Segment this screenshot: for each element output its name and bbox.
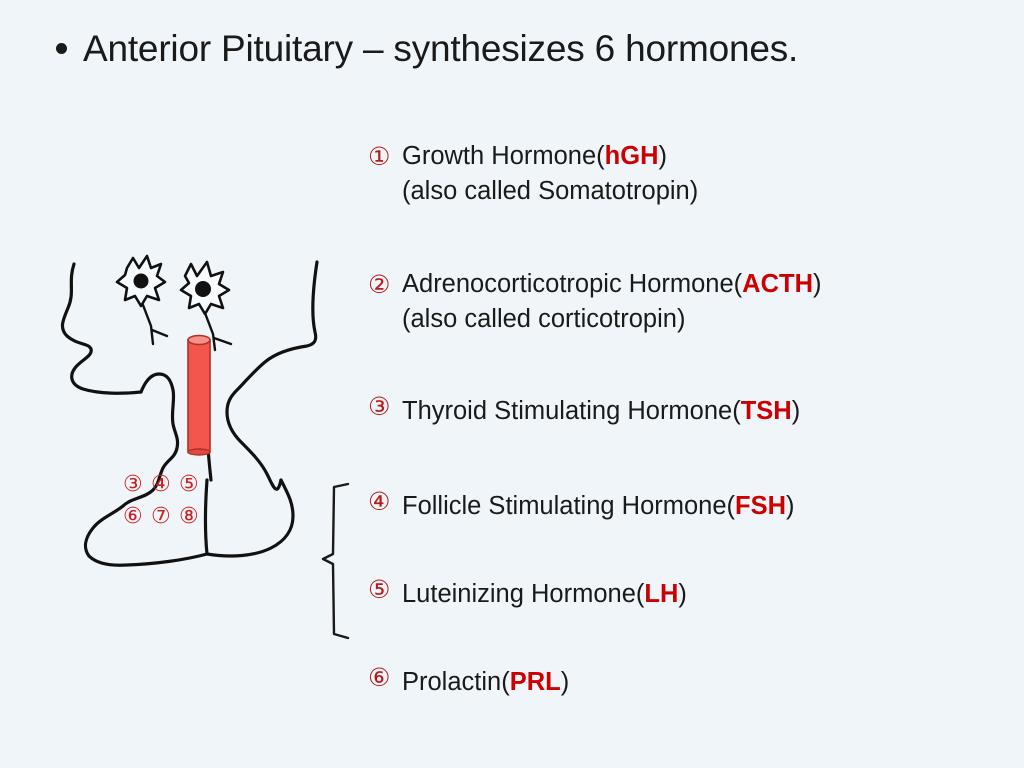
hormone-name-5: Luteinizing Hormone <box>402 580 636 608</box>
bullet-icon <box>56 43 67 54</box>
axon-right <box>203 311 233 352</box>
midline-septum-lower-path <box>203 478 209 556</box>
hormone-text-2: Adrenocorticotropic Hormone(ACTH) (also … <box>402 267 821 337</box>
gland-marker-7: ⑦ <box>151 504 171 529</box>
gland-left-base-path <box>83 504 209 567</box>
hormone-name-4: Follicle Stimulating Hormone <box>402 492 727 520</box>
hormone-name-6: Prolactin <box>402 668 502 696</box>
hormone-abbr-1: hGH <box>604 142 659 170</box>
hormone-abbr-2: ACTH <box>742 270 813 298</box>
hormone-text-3: Thyroid Stimulating Hormone(TSH) <box>402 394 800 429</box>
posterior-skull-path <box>225 260 319 414</box>
paren-close-4: ) <box>786 492 795 520</box>
stalk-body <box>187 339 211 453</box>
hormone-number-6: ⑥ <box>368 663 391 692</box>
page-title: Anterior Pituitary – synthesizes 6 hormo… <box>56 28 799 69</box>
paren-open-2: ( <box>733 270 743 298</box>
face-profile-path <box>60 262 143 395</box>
hormone-item-prl: ⑥ Prolactin(PRL) <box>368 665 569 700</box>
paren-close-3: ) <box>791 397 801 425</box>
paren-close-2: ) <box>812 270 822 298</box>
hormone-abbr-3: TSH <box>740 397 792 425</box>
paren-open-6: ( <box>501 668 510 696</box>
sella-contour-path <box>121 372 180 508</box>
hormone-number-4: ④ <box>368 487 391 516</box>
paren-open-4: ( <box>726 492 736 520</box>
axon-left <box>141 303 169 346</box>
cell-nucleus-right-icon <box>195 281 211 297</box>
paren-open-5: ( <box>635 580 645 608</box>
hormone-item-tsh: ③ Thyroid Stimulating Hormone(TSH) <box>368 394 800 429</box>
hormone-number-2: ② <box>368 270 391 299</box>
cell-nucleus-left-icon <box>133 273 149 289</box>
hormone-abbr-6: PRL <box>509 668 561 696</box>
gland-marker-4: ④ <box>151 472 171 497</box>
paren-close-1: ) <box>658 142 667 170</box>
hormone-item-fsh: ④ Follicle Stimulating Hormone(FSH) <box>368 489 795 524</box>
stalk-top-cap <box>187 334 211 346</box>
hormone-text-5: Luteinizing Hormone(LH) <box>402 577 687 612</box>
gland-marker-3: ③ <box>123 472 143 497</box>
hormone-name-1: Growth Hormone <box>402 142 597 170</box>
hormone-text-1: Growth Hormone(hGH) (also called Somatot… <box>402 139 698 209</box>
paren-open-3: ( <box>732 397 741 425</box>
page-title-text: Anterior Pituitary – synthesizes 6 hormo… <box>83 28 799 69</box>
gland-marker-6: ⑥ <box>123 504 143 529</box>
posterior-neck-path <box>225 410 283 491</box>
hormone-number-3: ③ <box>368 392 391 421</box>
paren-close-6: ) <box>560 668 570 696</box>
hormone-item-acth: ② Adrenocorticotropic Hormone(ACTH) (als… <box>368 268 821 338</box>
gonadotropin-grouping-bracket <box>318 478 366 646</box>
hormone-item-hgh: ① Growth Hormone(hGH) (also called Somat… <box>368 140 698 210</box>
bracket-path <box>321 482 350 640</box>
paren-close-5: ) <box>678 580 687 608</box>
hormone-abbr-4: FSH <box>735 492 787 520</box>
gland-cell-markers: ③ ④ ⑤ ⑥ ⑦ ⑧ <box>123 472 199 529</box>
hormone-name-3: Thyroid Stimulating Hormone <box>402 397 733 425</box>
pituitary-stalk-cylinder <box>187 334 211 456</box>
gland-marker-5: ⑤ <box>179 472 199 497</box>
pituitary-anatomy-figure: ③ ④ ⑤ ⑥ ⑦ ⑧ <box>55 248 365 568</box>
hormone-alias-2: (also called corticotropin) <box>402 305 686 334</box>
stalk-bottom-cap <box>187 448 211 456</box>
hormone-abbr-5: LH <box>644 580 679 608</box>
hormone-number-5: ⑤ <box>368 575 391 604</box>
hormone-item-lh: ⑤ Luteinizing Hormone(LH) <box>368 577 687 612</box>
gland-right-base-path <box>205 478 295 558</box>
gland-marker-8: ⑧ <box>179 504 199 529</box>
hormone-text-4: Follicle Stimulating Hormone(FSH) <box>402 489 795 524</box>
hormone-number-1: ① <box>368 142 391 171</box>
hormone-text-6: Prolactin(PRL) <box>402 665 569 700</box>
paren-open-1: ( <box>596 142 605 170</box>
hormone-name-2: Adrenocorticotropic Hormone <box>402 270 734 298</box>
hormone-alias-1: (also called Somatotropin) <box>402 177 699 206</box>
